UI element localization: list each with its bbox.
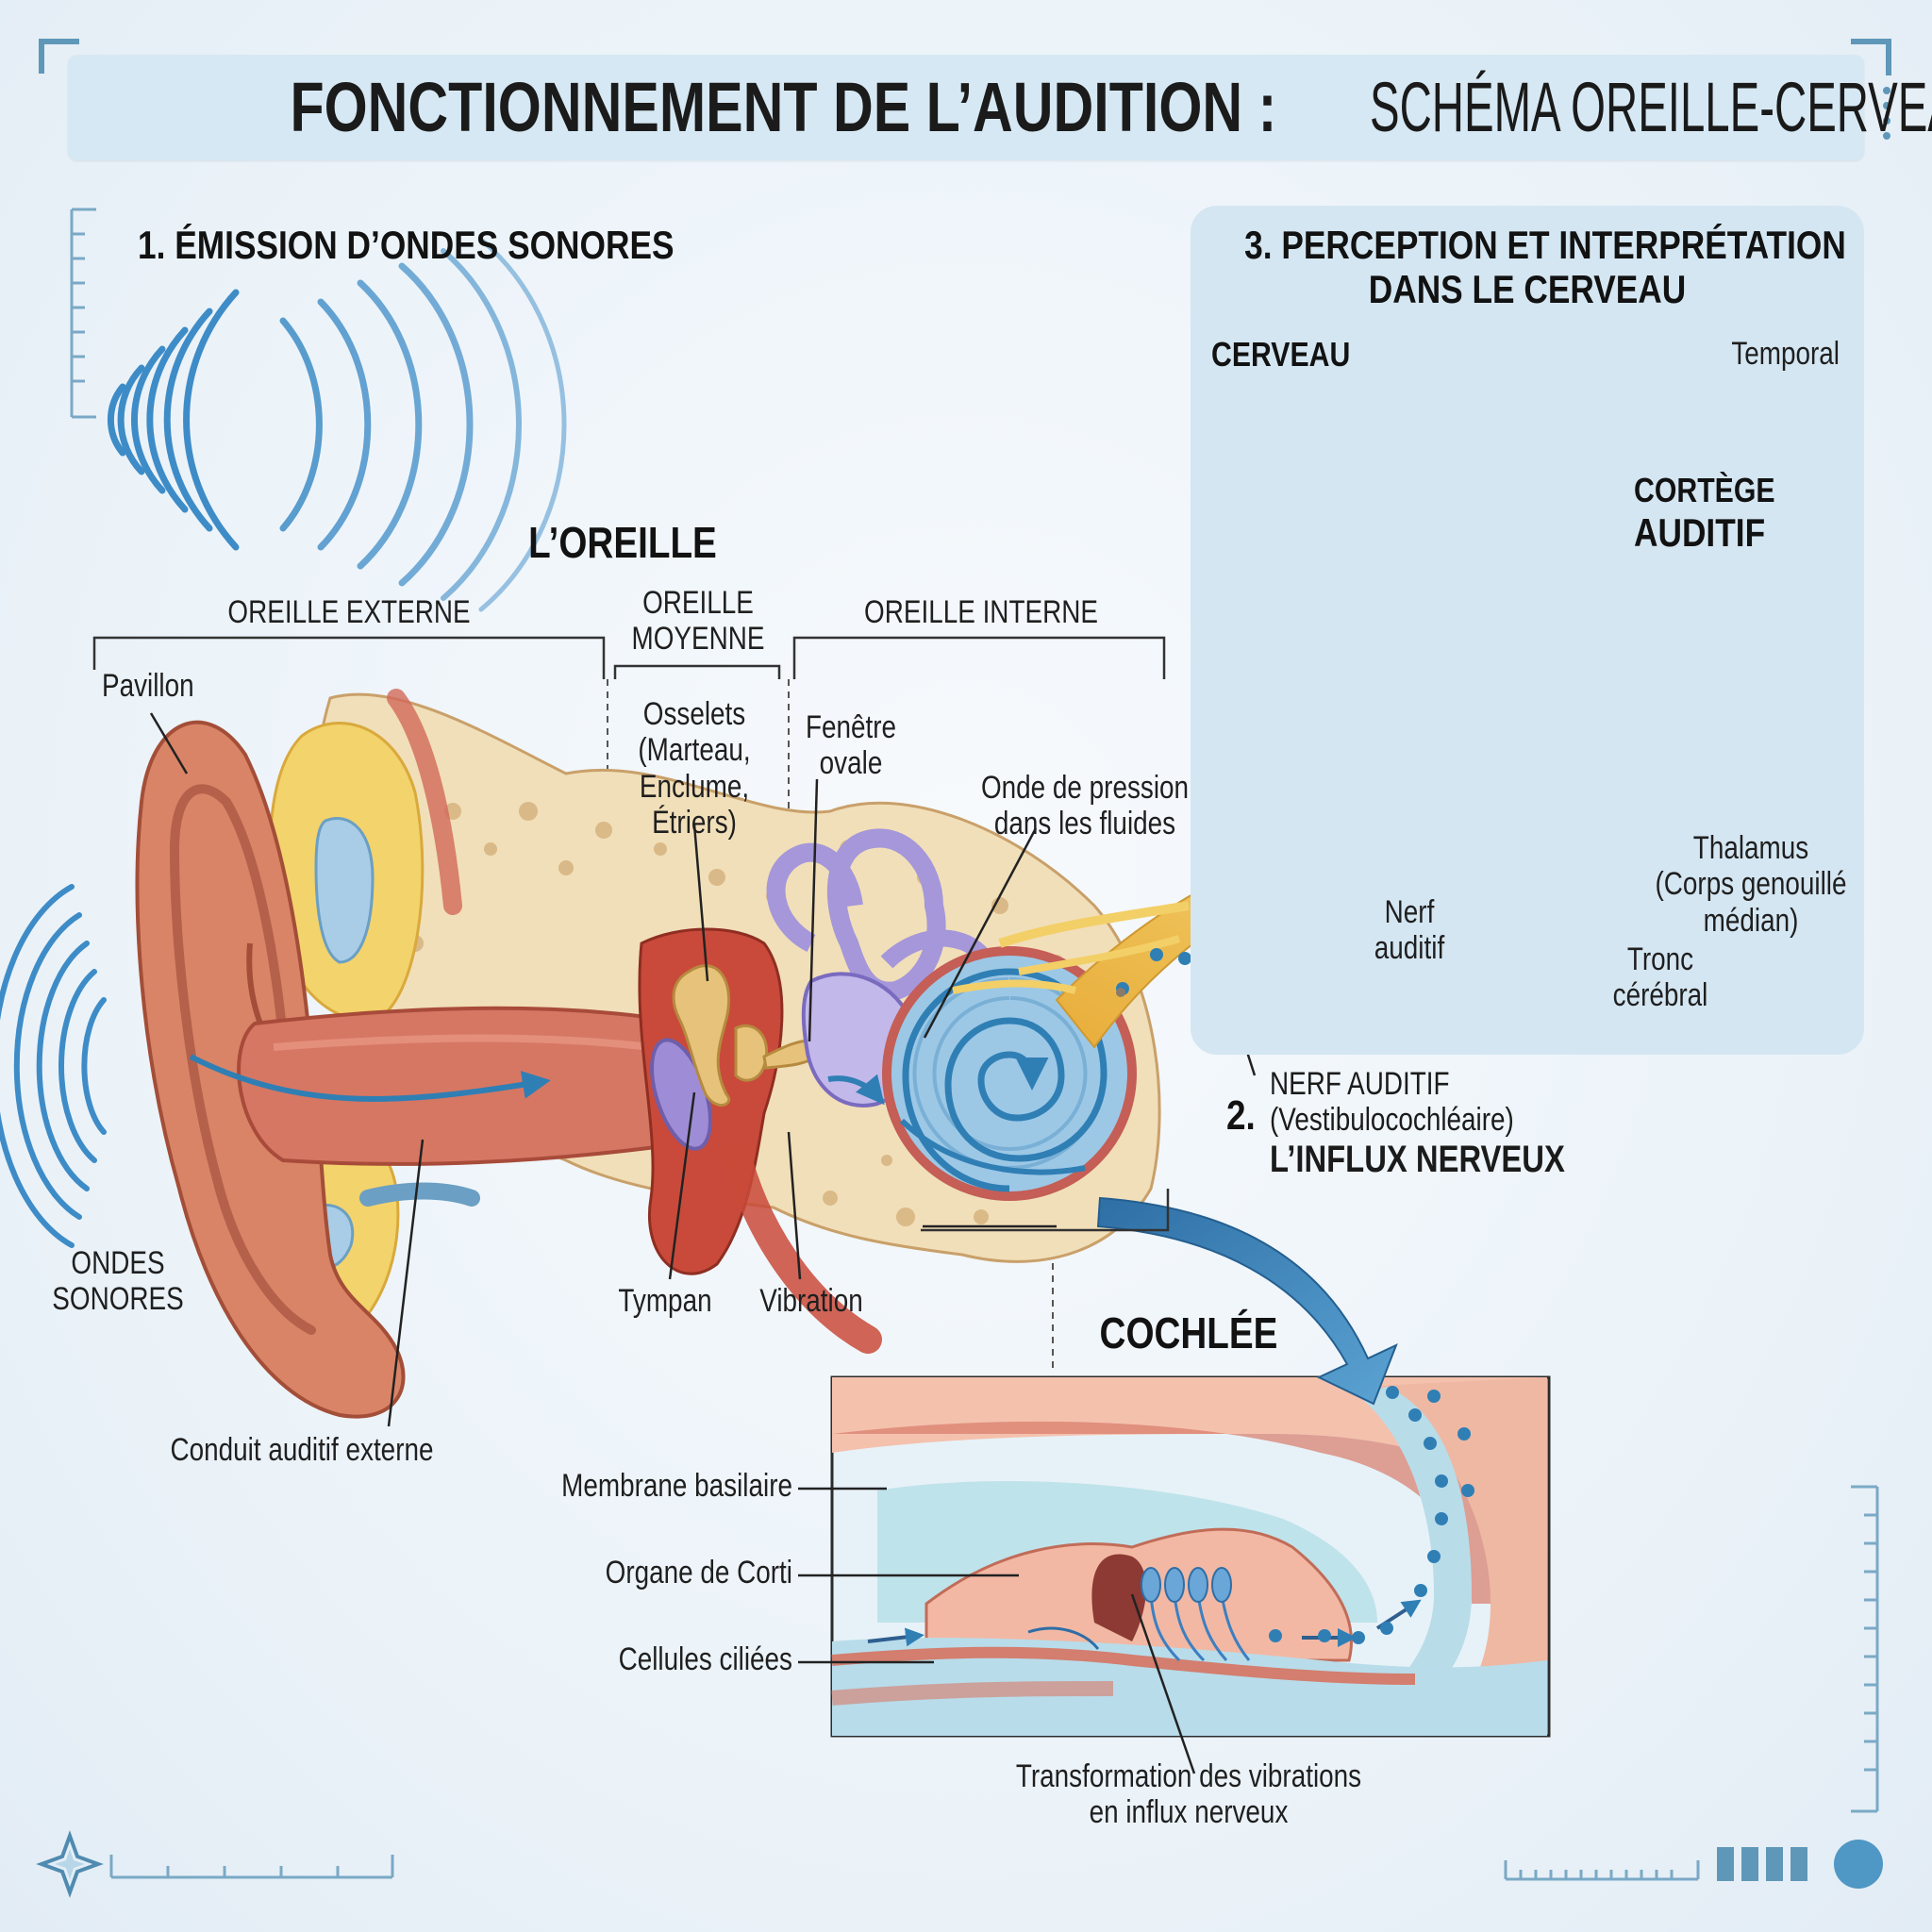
section-brackets (92, 636, 1166, 679)
nerve-label: NERF AUDITIF (Vestibulocochléaire) L’INF… (1270, 1066, 1565, 1181)
ear-canal (189, 1006, 708, 1166)
ondes-sonores-label: ONDES SONORES (52, 1245, 183, 1318)
fenetre-line2: ovale (819, 745, 883, 782)
onde-line1: Onde de pression (980, 770, 1190, 806)
middle-ear (638, 927, 882, 1354)
middle-ear-line2: MOYENNE (631, 621, 765, 658)
transformation-line1: Transformation des vibrations (1015, 1758, 1362, 1794)
osselets-line3: Enclume, (639, 768, 750, 805)
corti-label: Organe de Corti (605, 1555, 792, 1591)
nerve-line2: (Vestibulocochléaire) (1270, 1102, 1514, 1139)
cerveau-label: CERVEAU (1211, 335, 1351, 374)
cochlea-heading: COCHLÉE (1099, 1308, 1278, 1357)
cochlea-bracket (921, 1189, 1170, 1232)
pavillon-label: Pavillon (102, 668, 194, 704)
page-title: FONCTIONNEMENT DE L’AUDITION : SCHÉMA OR… (68, 55, 1932, 160)
step-3-line1: 3. PERCEPTION ET INTERPRÉTATION (1244, 223, 1846, 267)
middle-ear-label: OREILLE MOYENNE (621, 585, 775, 658)
inner-ear-label: OREILLE INTERNE (864, 594, 1098, 630)
cortex-line2: AUDITIF (1634, 509, 1766, 555)
nerve-line1: NERF AUDITIF (1270, 1066, 1450, 1102)
ear-heading: L’OREILLE (528, 518, 717, 567)
fenetre-line1: Fenêtre (805, 709, 897, 745)
vibration-label: Vibration (759, 1283, 863, 1319)
step-3-line2: DANS LE CERVEAU (1368, 267, 1687, 312)
frame-dots (1717, 87, 1890, 1881)
cellules-label: Cellules ciliées (618, 1641, 792, 1677)
nerve-line3: L’INFLUX NERVEUX (1270, 1138, 1565, 1180)
tronc-line1: Tronc (1626, 941, 1694, 977)
frame-decoration (39, 39, 1891, 75)
tronc-line2: cérébral (1612, 977, 1708, 1014)
cortex-label: CORTÈGE AUDITIF (1634, 471, 1775, 555)
transformation-label: Transformation des vibrations en influx … (1003, 1758, 1374, 1831)
thalamus-line2: (Corps genouillé (1655, 866, 1847, 903)
middle-ear-line1: OREILLE (642, 585, 754, 621)
outer-ear-label: OREILLE EXTERNE (227, 594, 471, 630)
circle-dot-icon (1834, 1840, 1883, 1889)
nerf-line2: auditif (1374, 930, 1445, 967)
osselets-line2: (Marteau, (638, 732, 751, 769)
compass-star-icon (36, 1830, 104, 1898)
title-banner: FONCTIONNEMENT DE L’AUDITION : SCHÉMA OR… (68, 55, 1932, 160)
thalamus-label: Thalamus (Corps genouillé médian) (1642, 830, 1859, 939)
ondes-sonores-line1: ONDES (71, 1245, 165, 1281)
brain-panel (1191, 206, 1864, 1055)
tronc-label: Tronc cérébral (1607, 941, 1715, 1014)
step-1-heading: 1. ÉMISSION D’ONDES SONORES (138, 223, 675, 267)
onde-label: Onde de pression dans les fluides (969, 770, 1201, 842)
conduit-label: Conduit auditif externe (170, 1432, 434, 1468)
thalamus-line3: médian) (1703, 902, 1799, 939)
ruler-ticks-icon (70, 208, 1879, 1881)
osselets-label: Osselets (Marteau, Enclume, Étriers) (617, 696, 772, 841)
sound-wave-icon (108, 237, 567, 612)
incoming-sound-waves (0, 884, 107, 1248)
thalamus-line1: Thalamus (1692, 830, 1809, 866)
nerf-line1: Nerf (1384, 894, 1435, 930)
osselets-line1: Osselets (642, 696, 746, 732)
temporal-label: Temporal (1731, 336, 1840, 372)
membrane-label: Membrane basilaire (561, 1468, 792, 1504)
nerf-auditif-label: Nerf auditif (1356, 894, 1464, 967)
osselets-line4: Étriers) (652, 805, 737, 841)
cortex-line1: CORTÈGE (1634, 471, 1775, 509)
step-3-heading: 3. PERCEPTION ET INTERPRÉTATION DANS LE … (1244, 223, 1846, 312)
title-bold: FONCTIONNEMENT DE L’AUDITION : (290, 68, 1277, 146)
transformation-line2: en influx nerveux (1089, 1794, 1289, 1831)
tympan-label: Tympan (618, 1283, 712, 1319)
title-light: SCHÉMA OREILLE-CERVEAU (1369, 68, 1932, 146)
fenetre-label: Fenêtre ovale (789, 709, 912, 782)
cochlea-section (798, 1375, 1551, 1774)
nerve-number: 2. (1226, 1092, 1256, 1139)
ondes-sonores-line2: SONORES (52, 1281, 184, 1318)
onde-line2: dans les fluides (993, 806, 1176, 842)
zoom-arrow (1096, 1196, 1398, 1406)
